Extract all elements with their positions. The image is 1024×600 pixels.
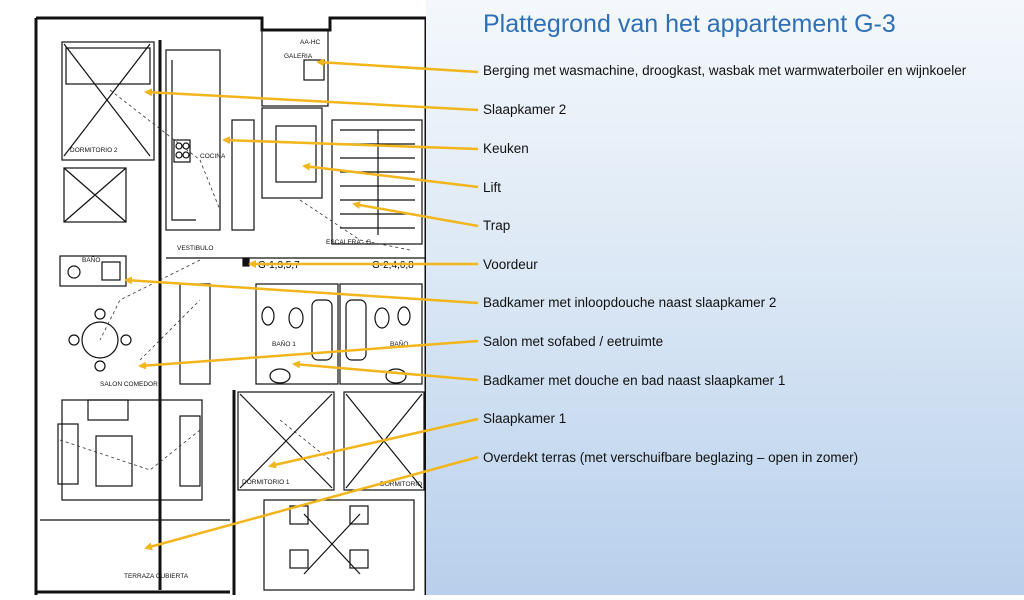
arrow-trap	[352, 201, 479, 228]
label-g-odd: G-1,3,5,7	[258, 260, 300, 271]
legend-item-terras: Overdekt terras (met verschuifbare begla…	[483, 450, 859, 465]
label-bano-1: BAÑO 1	[272, 339, 296, 348]
legend-item-berging: Berging met wasmachine, droogkast, wasba…	[483, 63, 967, 78]
arrow-terras	[144, 455, 479, 551]
arrow-slaapkamer-1	[268, 417, 479, 469]
legend-item-voordeur: Voordeur	[483, 257, 538, 272]
label-bano: BAÑO	[82, 255, 100, 264]
arrow-berging	[316, 58, 479, 74]
label-galeria: GALERIA	[284, 53, 313, 60]
arrow-badkamer-2	[124, 276, 479, 305]
floor-plan-drawing: DORMITORIO 2 COCINA GALERIA AA-HC VESTIB…	[34, 16, 428, 595]
arrow-lift	[302, 162, 479, 189]
arrow-keuken	[222, 136, 479, 151]
label-vestibulo: VESTIBULO	[177, 245, 213, 252]
legend-panel	[426, 0, 1024, 595]
label-salon-comedor: SALON COMEDOR	[100, 381, 158, 388]
label-bano-right: BAÑO	[390, 339, 408, 348]
legend-item-badkamer-2: Badkamer met inloopdouche naast slaapkam…	[483, 295, 777, 310]
legend-item-slaapkamer-2: Slaapkamer 2	[483, 102, 567, 117]
label-escalera: ESCALERA - G	[326, 239, 371, 246]
label-terraza-cubierta: TERRAZA CUBIERTA	[124, 573, 189, 580]
legend-item-trap: Trap	[483, 218, 511, 233]
label-g-even: G-2,4,6,8	[372, 260, 414, 271]
page-title: Plattegrond van het appartement G-3	[483, 10, 896, 38]
label-dormitorio-2: DORMITORIO 2	[70, 147, 118, 154]
arrow-salon	[138, 339, 479, 370]
label-aa-hc: AA-HC	[300, 39, 321, 46]
arrow-badkamer-1	[292, 360, 479, 382]
legend-item-slaapkamer-1: Slaapkamer 1	[483, 411, 567, 426]
arrow-slaapkamer-2	[144, 88, 479, 112]
legend-item-keuken: Keuken	[483, 141, 529, 156]
legend-item-badkamer-1: Badkamer met douche en bad naast slaapka…	[483, 373, 786, 388]
label-cocina: COCINA	[200, 153, 226, 160]
legend-item-salon: Salon met sofabed / eetruimte	[483, 334, 664, 349]
floor-plan: DORMITORIO 2 COCINA GALERIA AA-HC VESTIB…	[0, 0, 428, 595]
label-dormitorio-right: DORMITORIO	[380, 481, 422, 488]
legend-item-lift: Lift	[483, 180, 502, 195]
label-dormitorio-1: DORMITORIO 1	[242, 479, 290, 486]
